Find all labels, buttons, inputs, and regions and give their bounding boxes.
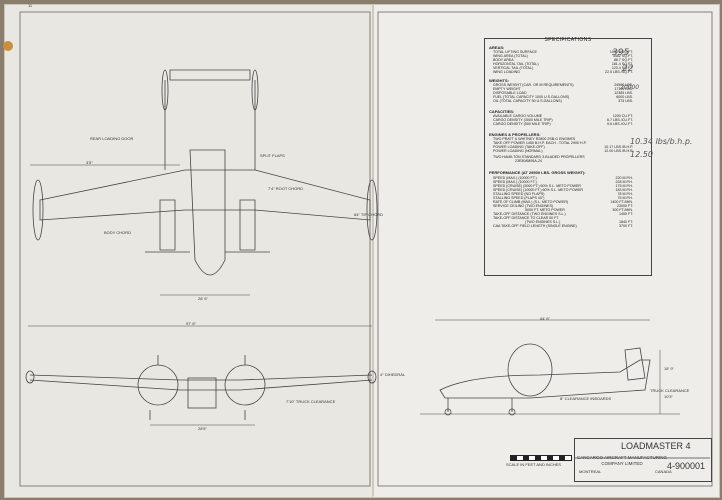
spec-row: HORIZONTAL TAIL (TOTAL)181.4 SQ.FT. <box>493 62 633 66</box>
spec-row: SPEED (MAX.) (10000 FT.)228 M.P.H. <box>493 180 633 184</box>
side-fin <box>624 347 646 381</box>
specifications-table: SPECIFICATIONS AREAS: TOTAL LIFTING SURF… <box>484 37 652 276</box>
dim-length: 64' 6" <box>540 316 550 321</box>
plan-wingtip-left <box>32 179 44 241</box>
handwritten-note: 22 <box>622 64 634 74</box>
spec-row: (TWO ENGINES S.L.)1840 FT. <box>525 220 633 224</box>
spec-title: SPECIFICATIONS <box>544 37 592 43</box>
spec-weights-head: WEIGHTS: <box>489 78 509 83</box>
dim-tail: 28' 6" <box>198 296 208 301</box>
spec-row: TAKE-OFF DISTANCE (TWO ENGINES S.L.)1450… <box>493 212 633 216</box>
spec-row: CARGO DENSITY (3000 MILE TRIP)6.7 LBS./C… <box>493 118 633 122</box>
scale-bar <box>510 455 572 461</box>
spec-row: 23E50/6895A-24 <box>515 159 542 163</box>
handwritten-note: 395 <box>612 48 630 58</box>
side-fuselage <box>439 359 651 399</box>
spec-engines-head: ENGINES & PROPELLERS: <box>489 132 541 137</box>
title-block: LOADMASTER 4 CANCARGO AIRCRAFT MANUFACTU… <box>574 438 712 482</box>
label-rear-door: REAR LOADING DOOR <box>90 136 134 141</box>
label-dihedral: 4° DIHEDRAL <box>380 372 406 377</box>
side-prop-disc <box>507 343 553 397</box>
label-root-chord: 7'4" ROOT CHORD <box>268 186 304 191</box>
spec-row: SPEED (CRUISE) (5000 FT.) 60% S.L. METO … <box>493 184 633 188</box>
spec-row: SERVICE CEILING (TWO ENGINES)23000 FT. <box>493 204 633 208</box>
company-country: CANADA <box>655 469 672 474</box>
plan-nacelle-right <box>239 199 256 251</box>
plan-wing <box>39 169 371 221</box>
dim-span-top: 97' 6" <box>186 321 196 326</box>
front-prop-left <box>137 364 179 406</box>
company-city: MONTREAL <box>579 469 602 474</box>
spec-row: TAKE-OFF DISTANCE TO CLEAR 50 FT. <box>493 216 560 220</box>
spec-row: OIL (TOTAL CAPACITY 50 U.S.GALLONS)375 L… <box>493 99 633 103</box>
label-truck-clearance: 7'10" TRUCK CLEARANCE <box>286 399 336 404</box>
spec-row: FUEL (TOTAL CAPACITY 1000 U.S.GALLONS)60… <box>493 95 633 99</box>
plan-fuselage <box>189 149 226 276</box>
label-prop-clearance: 8" CLEARANCE INBOARDS <box>560 396 612 401</box>
handwritten-note: 10.34 lbs/b.h.p. <box>630 137 693 146</box>
spec-row: TWO HAMILTON STANDARD 3-BLADED PROPELLER… <box>493 155 585 159</box>
spec-row: RATE OF CLIMB (MAX.) (S.L. METO POWER)14… <box>493 200 633 204</box>
plan-nacelle-left <box>159 199 176 251</box>
drawing-number: 4-900001 <box>667 461 706 471</box>
spec-row: CARGO DENSITY (500 MILE TRIP)9.6 LBS./CU… <box>493 122 633 126</box>
dim-side-gear: 10'3" <box>664 394 673 399</box>
plan-wingtip-right <box>366 179 378 241</box>
left-sheet <box>3 4 376 498</box>
spec-row: STALLING SPEED (FLAPS 40°)75 M.P.H. <box>493 196 633 200</box>
label-split-flaps: SPLIT FLAPS <box>260 153 285 158</box>
spec-perf-head: PERFORMANCE (AT 29500 LBS. GROSS WEIGHT)… <box>489 170 586 175</box>
plan-tailplane <box>169 69 251 81</box>
spec-areas-head: AREAS: <box>489 45 505 50</box>
dim-wing: 3'5" <box>86 160 93 165</box>
front-wing <box>29 374 373 381</box>
front-prop-right <box>224 364 266 406</box>
binder-hole <box>3 41 13 51</box>
dim-gear-track: 28'5" <box>198 426 207 431</box>
spec-row: POWER LOADING (TAKE-OFF)10.17 LBS./B.H.P… <box>493 145 633 149</box>
right-sheet <box>372 4 720 498</box>
handwritten-note: 12.50 <box>630 150 653 159</box>
spec-row: CAA TAKE-OFF FIELD LENGTH (SINGLE ENGINE… <box>493 224 633 228</box>
sheet-fold <box>372 4 374 496</box>
spec-row: SPEED (MAX.) (10000 FT.)220 M.P.H. <box>493 176 633 180</box>
spec-row: TAKE OFF POWER 1450 B.H.P. EACH - TOTAL … <box>493 141 587 145</box>
spec-row: SPEED (CRUISE) (10000 FT.) 60% S.L. METO… <box>493 188 633 192</box>
spec-row: GROSS WEIGHT (CAR. OR M REQUIREMENTS)295… <box>493 83 633 87</box>
spec-row: POWER LOADING (NORMAL)12.00 LBS./B.H.P. <box>493 149 633 153</box>
spec-row: VERTICAL TAIL (TOTAL)123.4 SQ.FT. <box>493 66 633 70</box>
spec-row: WING AREA (TOTAL)4482 SQ.FT. <box>493 54 633 58</box>
dim-side-height: 18' 9" <box>664 366 674 371</box>
spec-row: TWO PRATT & WHITNEY R2800 2SB-G ENGINES <box>493 137 576 141</box>
label-tip-chord: 64" TIP CHORD <box>354 212 383 217</box>
label-truck-clearance-side: TRUCK CLEARANCE <box>650 388 690 393</box>
spec-capacities-head: CAPACITIES: <box>489 109 515 114</box>
handwritten-note: 20000 <box>620 84 640 91</box>
spec-row: STALLING SPEED (NO FLAPS)78 M.P.H. <box>493 192 633 196</box>
scale-caption: SCALE IN FEET AND INCHES <box>506 462 562 467</box>
page-mark: 11 <box>28 3 33 8</box>
drawing-title: LOADMASTER 4 <box>621 441 691 451</box>
label-body-chord: BODY CHORD <box>104 230 132 235</box>
